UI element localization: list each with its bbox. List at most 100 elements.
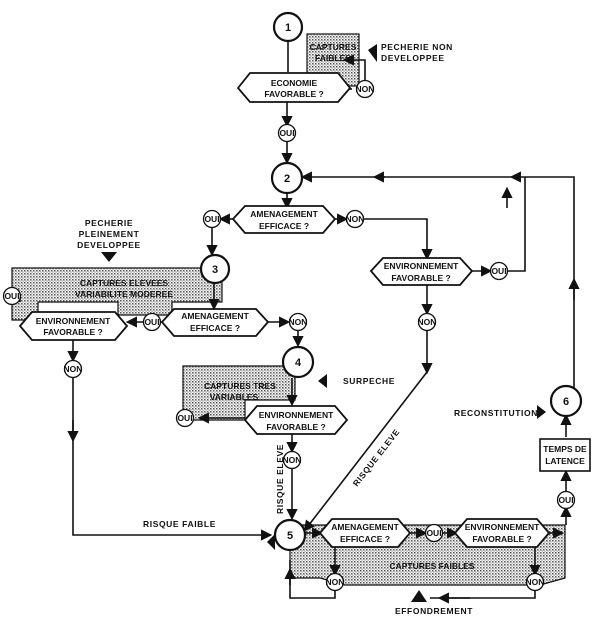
captures-tres-line2: VARIABLES (210, 392, 259, 402)
decision-environnement-right: ENVIRONNEMENT FAVORABLE ? (369, 257, 474, 286)
decision-amenagement-3-line1: AMENAGEMENT (181, 311, 249, 321)
state-4: 4 (281, 345, 315, 379)
pecherie-non-marker (368, 44, 377, 62)
answer-non-amen3: NON (289, 312, 308, 332)
decision-economie-line2: FAVORABLE ? (264, 89, 323, 99)
edge-risque-eleve-diag (303, 371, 428, 532)
state-5-number: 5 (287, 530, 293, 542)
decision-amenagement-5: AMENAGEMENT EFFICACE ? (318, 518, 412, 548)
svg-text:NON: NON (418, 317, 437, 327)
edge-loop-right (430, 590, 536, 599)
pecherie-plein-line1: PECHERIE (85, 218, 133, 228)
risque-eleve-diagonal-label: RISQUE ELEVE (351, 427, 402, 488)
decision-amenagement-2-line1: AMENAGEMENT (250, 209, 318, 219)
answer-non-eco: NON (356, 79, 375, 99)
decision-economie-line1: ECONOMIE (271, 78, 318, 88)
decision-amenagement-2-line2: EFFICACE ? (259, 221, 309, 231)
captures-faibles-top-line2: FAIBLES (315, 53, 351, 63)
temps-de-latence-line1: TEMPS DE (543, 444, 587, 454)
state-2-number: 2 (284, 173, 290, 185)
decision-environnement-4-line1: ENVIRONNEMENT (259, 410, 334, 420)
pecherie-plein-marker (101, 252, 117, 262)
decision-environnement-left-line2: FAVORABLE ? (43, 327, 102, 337)
state-2: 2 (270, 161, 304, 195)
state-1: 1 (272, 11, 304, 43)
captures-tres-line1: CAPTURES TRES (204, 381, 276, 391)
decision-economie: ECONOMIE FAVORABLE ? (236, 72, 352, 103)
svg-text:NON: NON (356, 84, 375, 94)
pecherie-non-line1: PECHERIE NON (381, 42, 453, 52)
svg-text:OUI: OUI (491, 266, 506, 276)
svg-text:NON: NON (346, 214, 365, 224)
reconstitution-label: RECONSTITUTION (454, 408, 538, 418)
svg-text:NON: NON (64, 364, 83, 374)
svg-text:OUI: OUI (204, 214, 219, 224)
captures-faibles-top-line1: CAPTURES (310, 42, 357, 52)
decision-amenagement-3-line2: EFFICACE ? (190, 323, 240, 333)
edge-non-env-right (363, 218, 433, 261)
svg-text:NON: NON (289, 317, 308, 327)
pecherie-plein-line2: PLEINEMENT (79, 229, 140, 239)
pecherie-plein-line3: DEVELOPPEE (77, 240, 141, 250)
temps-de-latence-line2: LATENCE (545, 456, 585, 466)
state-5-left-marker (267, 534, 275, 550)
svg-text:OUI: OUI (144, 317, 159, 327)
state-1-number: 1 (285, 22, 291, 34)
svg-text:OUI: OUI (558, 495, 573, 505)
state-4-number: 4 (295, 357, 302, 369)
captures-elevees-line1: CAPTURES ELEVEES (80, 278, 169, 288)
edge-non-loop (342, 54, 366, 82)
risque-faible-label: RISQUE FAIBLE (143, 519, 216, 529)
answer-non-env-right: NON (418, 312, 437, 332)
svg-text:NON: NON (326, 577, 345, 587)
decision-environnement-left: ENVIRONNEMENT FAVORABLE ? (18, 311, 129, 341)
effondrement-marker (411, 590, 427, 602)
surpeche-label: SURPECHE (343, 376, 395, 386)
decision-environnement-4-line2: FAVORABLE ? (266, 422, 325, 432)
answer-oui-env5: OUI (556, 490, 576, 510)
decision-amenagement-2: AMENAGEMENT EFFICACE ? (231, 205, 337, 234)
decision-environnement-5-line2: FAVORABLE ? (472, 534, 531, 544)
svg-text:NON: NON (283, 455, 302, 465)
risque-eleve-vertical-label: RISQUE ELEVE (275, 444, 285, 514)
decision-amenagement-5-line1: AMENAGEMENT (331, 522, 399, 532)
decision-environnement-right-line2: FAVORABLE ? (391, 273, 450, 283)
state-3: 3 (199, 253, 231, 285)
state-5: 5 (273, 518, 307, 552)
decision-environnement-right-line1: ENVIRONNEMENT (384, 261, 459, 271)
decision-environnement-5-line1: ENVIRONNEMENT (465, 522, 540, 532)
state-3-number: 3 (212, 264, 218, 276)
answer-oui-amen2: OUI (202, 209, 222, 229)
answer-oui-env-right: OUI (489, 261, 509, 281)
captures-elevees-line2: VARIABILITE MODEREE (75, 289, 173, 299)
surpeche-marker (318, 374, 327, 388)
answer-non-amen2: NON (346, 209, 365, 229)
answer-non-env-left: NON (64, 359, 83, 379)
state-6-number: 6 (563, 396, 569, 408)
decision-environnement-5: ENVIRONNEMENT FAVORABLE ? (453, 518, 551, 548)
svg-text:OUI: OUI (426, 528, 441, 538)
answer-oui-env4: OUI (175, 408, 195, 428)
svg-text:OUI: OUI (177, 413, 192, 423)
decision-environnement-4: ENVIRONNEMENT FAVORABLE ? (243, 405, 349, 435)
answer-oui-eco: OUI (277, 123, 297, 143)
answer-oui-env-left: OUI (2, 286, 22, 306)
pecherie-non-line2: DEVELOPPEE (381, 53, 445, 63)
answer-non-env5: NON (526, 572, 544, 592)
decision-amenagement-5-line2: EFFICACE ? (340, 534, 390, 544)
svg-text:OUI: OUI (279, 128, 294, 138)
state-6: 6 (549, 384, 583, 418)
answer-non-env4: NON (283, 450, 302, 470)
temps-de-latence-box: TEMPS DE LATENCE (539, 438, 591, 472)
captures-faibles-bottom-label: CAPTURES FAIBLES (389, 561, 474, 571)
reconstitution-marker (537, 405, 546, 419)
edge-6-loop (509, 171, 575, 390)
decision-environnement-left-line1: ENVIRONNEMENT (36, 316, 111, 326)
answer-oui-amen5: OUI (424, 523, 444, 543)
effondrement-label: EFFONDREMENT (395, 606, 473, 616)
answer-oui-amen3: OUI (142, 312, 162, 332)
edge-oui-up (507, 177, 526, 272)
svg-text:OUI: OUI (4, 291, 19, 301)
